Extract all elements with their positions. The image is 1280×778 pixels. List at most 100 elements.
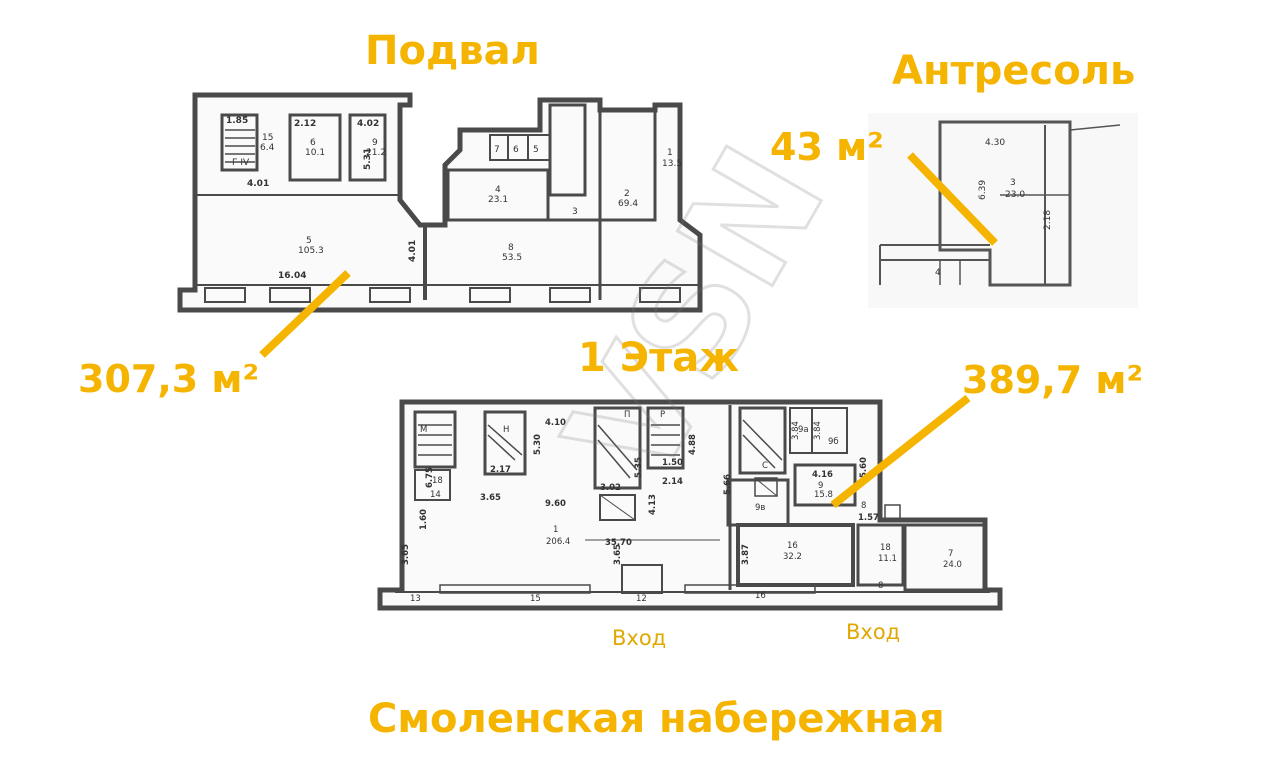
basement-dim: 4.02 (357, 119, 379, 129)
ff-label: Р (660, 410, 665, 420)
ff-label: 14 (430, 490, 441, 500)
basement-dim: 4.01 (408, 240, 418, 262)
ff-dim: 3.65 (613, 544, 623, 565)
ff-dim: 1.60 (419, 509, 429, 530)
basement-plan (177, 92, 703, 313)
basement-room-num: 6 (513, 145, 519, 155)
ff-room-num: 9 (818, 481, 823, 491)
street-name: Смоленская набережная (368, 696, 945, 742)
ff-dim: 5.30 (533, 434, 543, 455)
first-floor-area-leader (830, 394, 971, 509)
basement-room-area: 13.5 (662, 159, 682, 169)
basement-room-num: 9 (372, 138, 378, 148)
basement-dim: 1.85 (226, 116, 248, 126)
ff-label: 8 (861, 501, 866, 511)
ff-label: 12 (636, 594, 647, 604)
mezzanine-dim: 4 (935, 268, 941, 278)
ff-dim: 3.84 (791, 421, 801, 440)
ff-room-num: 1 (553, 525, 558, 535)
mezzanine-labels: 4.30 3 23.0 6.39 2.18 4 (935, 138, 1053, 278)
basement-heading: Подвал (365, 28, 540, 74)
ff-dim: 3.65 (401, 544, 411, 565)
entrance-label: Вход (612, 626, 667, 650)
basement-room-num: 15 (262, 133, 273, 143)
mezzanine-heading: Антресоль (892, 48, 1136, 94)
basement-room-num: 6 (310, 138, 316, 148)
ff-dim: 2.14 (662, 477, 683, 487)
ff-room-num: 16 (787, 541, 798, 551)
ff-label: 15 (530, 594, 541, 604)
ff-dim: 4.10 (545, 418, 566, 428)
basement-room-area: 53.5 (502, 253, 522, 263)
basement-room-area: 69.4 (618, 199, 638, 209)
basement-dim: 5.31 (363, 148, 373, 170)
ff-label: 18 (432, 476, 443, 486)
ff-dim: 9.60 (545, 499, 566, 509)
basement-room-area: 105.3 (298, 246, 324, 256)
ff-dim: 35.70 (605, 538, 632, 548)
ff-dim: 2.17 (490, 465, 511, 475)
ff-label: 9в (755, 503, 765, 513)
mezzanine-area-label: 43 м² (770, 125, 884, 169)
ff-dim: 3.65 (480, 493, 501, 503)
mezzanine-area-leader (907, 152, 998, 246)
ff-dim: 3.87 (741, 544, 751, 565)
ff-dim: 4.13 (648, 494, 658, 515)
mezzanine-dim: 3 (1010, 178, 1016, 188)
ff-label: 9б (828, 437, 839, 447)
ff-label: 9а (798, 425, 809, 435)
ff-dim: 3.84 (813, 421, 823, 440)
basement-room-labels: 1.85 2.12 4.02 Г IV 15 6.4 6 10.1 9 21.2… (226, 116, 682, 281)
basement-room-area: 23.1 (488, 195, 508, 205)
basement-room-num: 3 (572, 207, 578, 217)
basement-dim: 16.04 (278, 271, 306, 281)
basement-dim: 4.01 (247, 179, 269, 189)
ff-room-area: 32.2 (783, 552, 802, 562)
ff-dim: 5.35 (634, 457, 644, 478)
ff-dim: 1.57 (858, 513, 879, 523)
basement-dim: 2.12 (294, 119, 316, 129)
first-floor-labels: М Н П Р С 4.10 5.30 2.17 3.65 9.60 6.75 … (401, 410, 962, 604)
ff-dim: 4.16 (812, 470, 833, 480)
ff-room-area: 24.0 (943, 560, 962, 570)
basement-room-area: 10.1 (305, 148, 325, 158)
basement-room-num: 2 (624, 189, 630, 199)
ff-room-area: 206.4 (546, 537, 570, 547)
mezzanine-dim: 2.18 (1043, 210, 1053, 230)
ff-label: П (624, 410, 630, 420)
mezzanine-plan (868, 113, 1138, 308)
basement-room-area: 6.4 (260, 143, 275, 153)
ff-dim: 4.88 (688, 434, 698, 455)
ff-room-num: 18 (880, 543, 891, 553)
ff-room-num: 7 (948, 549, 953, 559)
basement-area-label: 307,3 м² (78, 357, 260, 401)
ff-dim: 5.66 (723, 474, 733, 495)
basement-room-num: 4 (495, 185, 501, 195)
ff-dim: 5.60 (859, 457, 869, 478)
entrance-label: Вход (846, 620, 901, 644)
ff-label: 16 (755, 591, 766, 601)
basement-room-area: 21.2 (366, 148, 386, 158)
ff-room-area: 15.8 (814, 490, 833, 500)
ff-label: 13 (410, 594, 421, 604)
mezzanine-dim: 4.30 (985, 138, 1005, 148)
ff-dim: 3.02 (600, 483, 621, 493)
mezzanine-dim: 23.0 (1005, 190, 1025, 200)
ff-label: М (420, 425, 427, 435)
first-floor-heading: 1 Этаж (578, 335, 740, 381)
ff-dim: 1.50 (662, 458, 683, 468)
basement-room-num: 7 (494, 145, 500, 155)
leader-lines (259, 152, 998, 509)
ff-label: С (762, 461, 768, 471)
basement-area-leader (259, 270, 351, 358)
mezzanine-dim: 6.39 (978, 180, 988, 200)
ff-dim: 6.75 (425, 467, 435, 488)
basement-room-num: 5 (306, 236, 312, 246)
first-floor-plan (377, 399, 1003, 611)
basement-room-num: 5 (533, 145, 539, 155)
ff-room-area: 11.1 (878, 554, 897, 564)
ff-label: Н (503, 425, 509, 435)
ff-label: 8 (878, 581, 883, 591)
basement-dim: Г IV (232, 158, 250, 168)
